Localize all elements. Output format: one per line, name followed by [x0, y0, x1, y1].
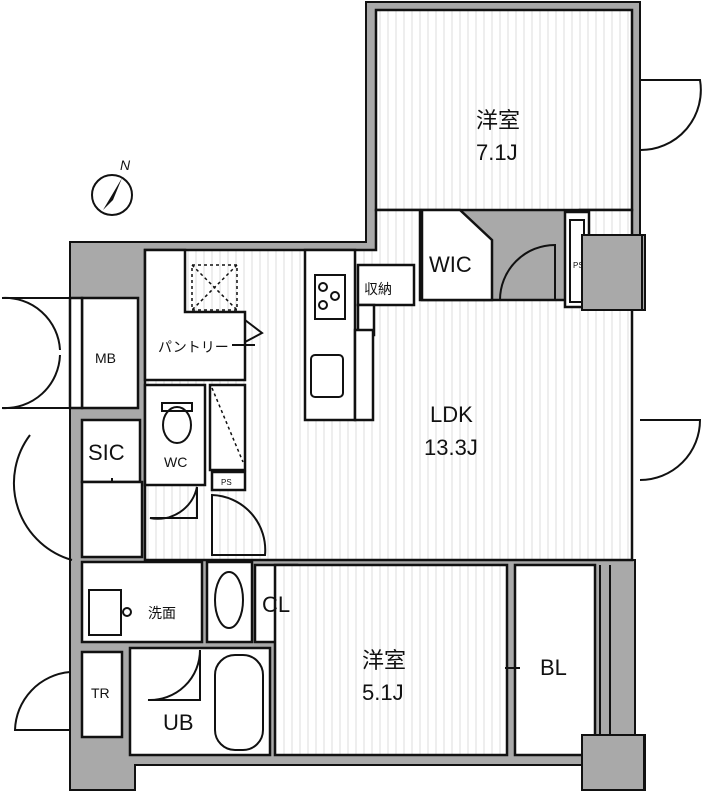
entrance	[80, 480, 144, 559]
ps-label-top: PS	[573, 261, 584, 270]
sic-label: SIC	[88, 440, 125, 465]
bl-label: BL	[540, 655, 567, 680]
western-room-1	[374, 8, 634, 212]
kitchen-counter	[303, 248, 357, 422]
tr-label: TR	[91, 685, 110, 701]
washroom-label: 洗面	[148, 605, 176, 621]
tr-room	[80, 650, 124, 739]
stove	[314, 274, 346, 320]
compass: N	[91, 157, 133, 216]
western-room-2	[273, 563, 509, 757]
wic-room	[420, 208, 494, 302]
wic-label: WIC	[429, 252, 472, 277]
sink	[310, 354, 344, 398]
room-size-ldk: 13.3J	[424, 435, 478, 460]
pantry-label: パントリー	[158, 339, 229, 355]
north-label: N	[120, 157, 131, 173]
bedroom1-door	[499, 243, 556, 301]
mb-label: MB	[95, 350, 116, 366]
balcony	[513, 563, 597, 757]
wc-label: WC	[164, 454, 187, 470]
ldk-floor	[143, 208, 634, 562]
sic-room	[80, 418, 142, 484]
wc-room	[143, 383, 207, 487]
storage-room	[356, 263, 416, 307]
washroom	[80, 560, 204, 644]
pantry-room	[143, 248, 247, 382]
room-name-western-2: 洋室	[362, 648, 406, 673]
ub-label: UB	[163, 710, 194, 735]
storage-label: 収納	[364, 281, 392, 297]
room-name-ldk: LDK	[430, 402, 473, 427]
ps-label-hall: PS	[221, 478, 232, 487]
room-size-western-2: 5.1J	[362, 680, 404, 705]
room-name-western-1: 洋室	[476, 108, 520, 133]
room-size-western-1: 7.1J	[476, 140, 518, 165]
cl-label: CL	[262, 592, 290, 617]
